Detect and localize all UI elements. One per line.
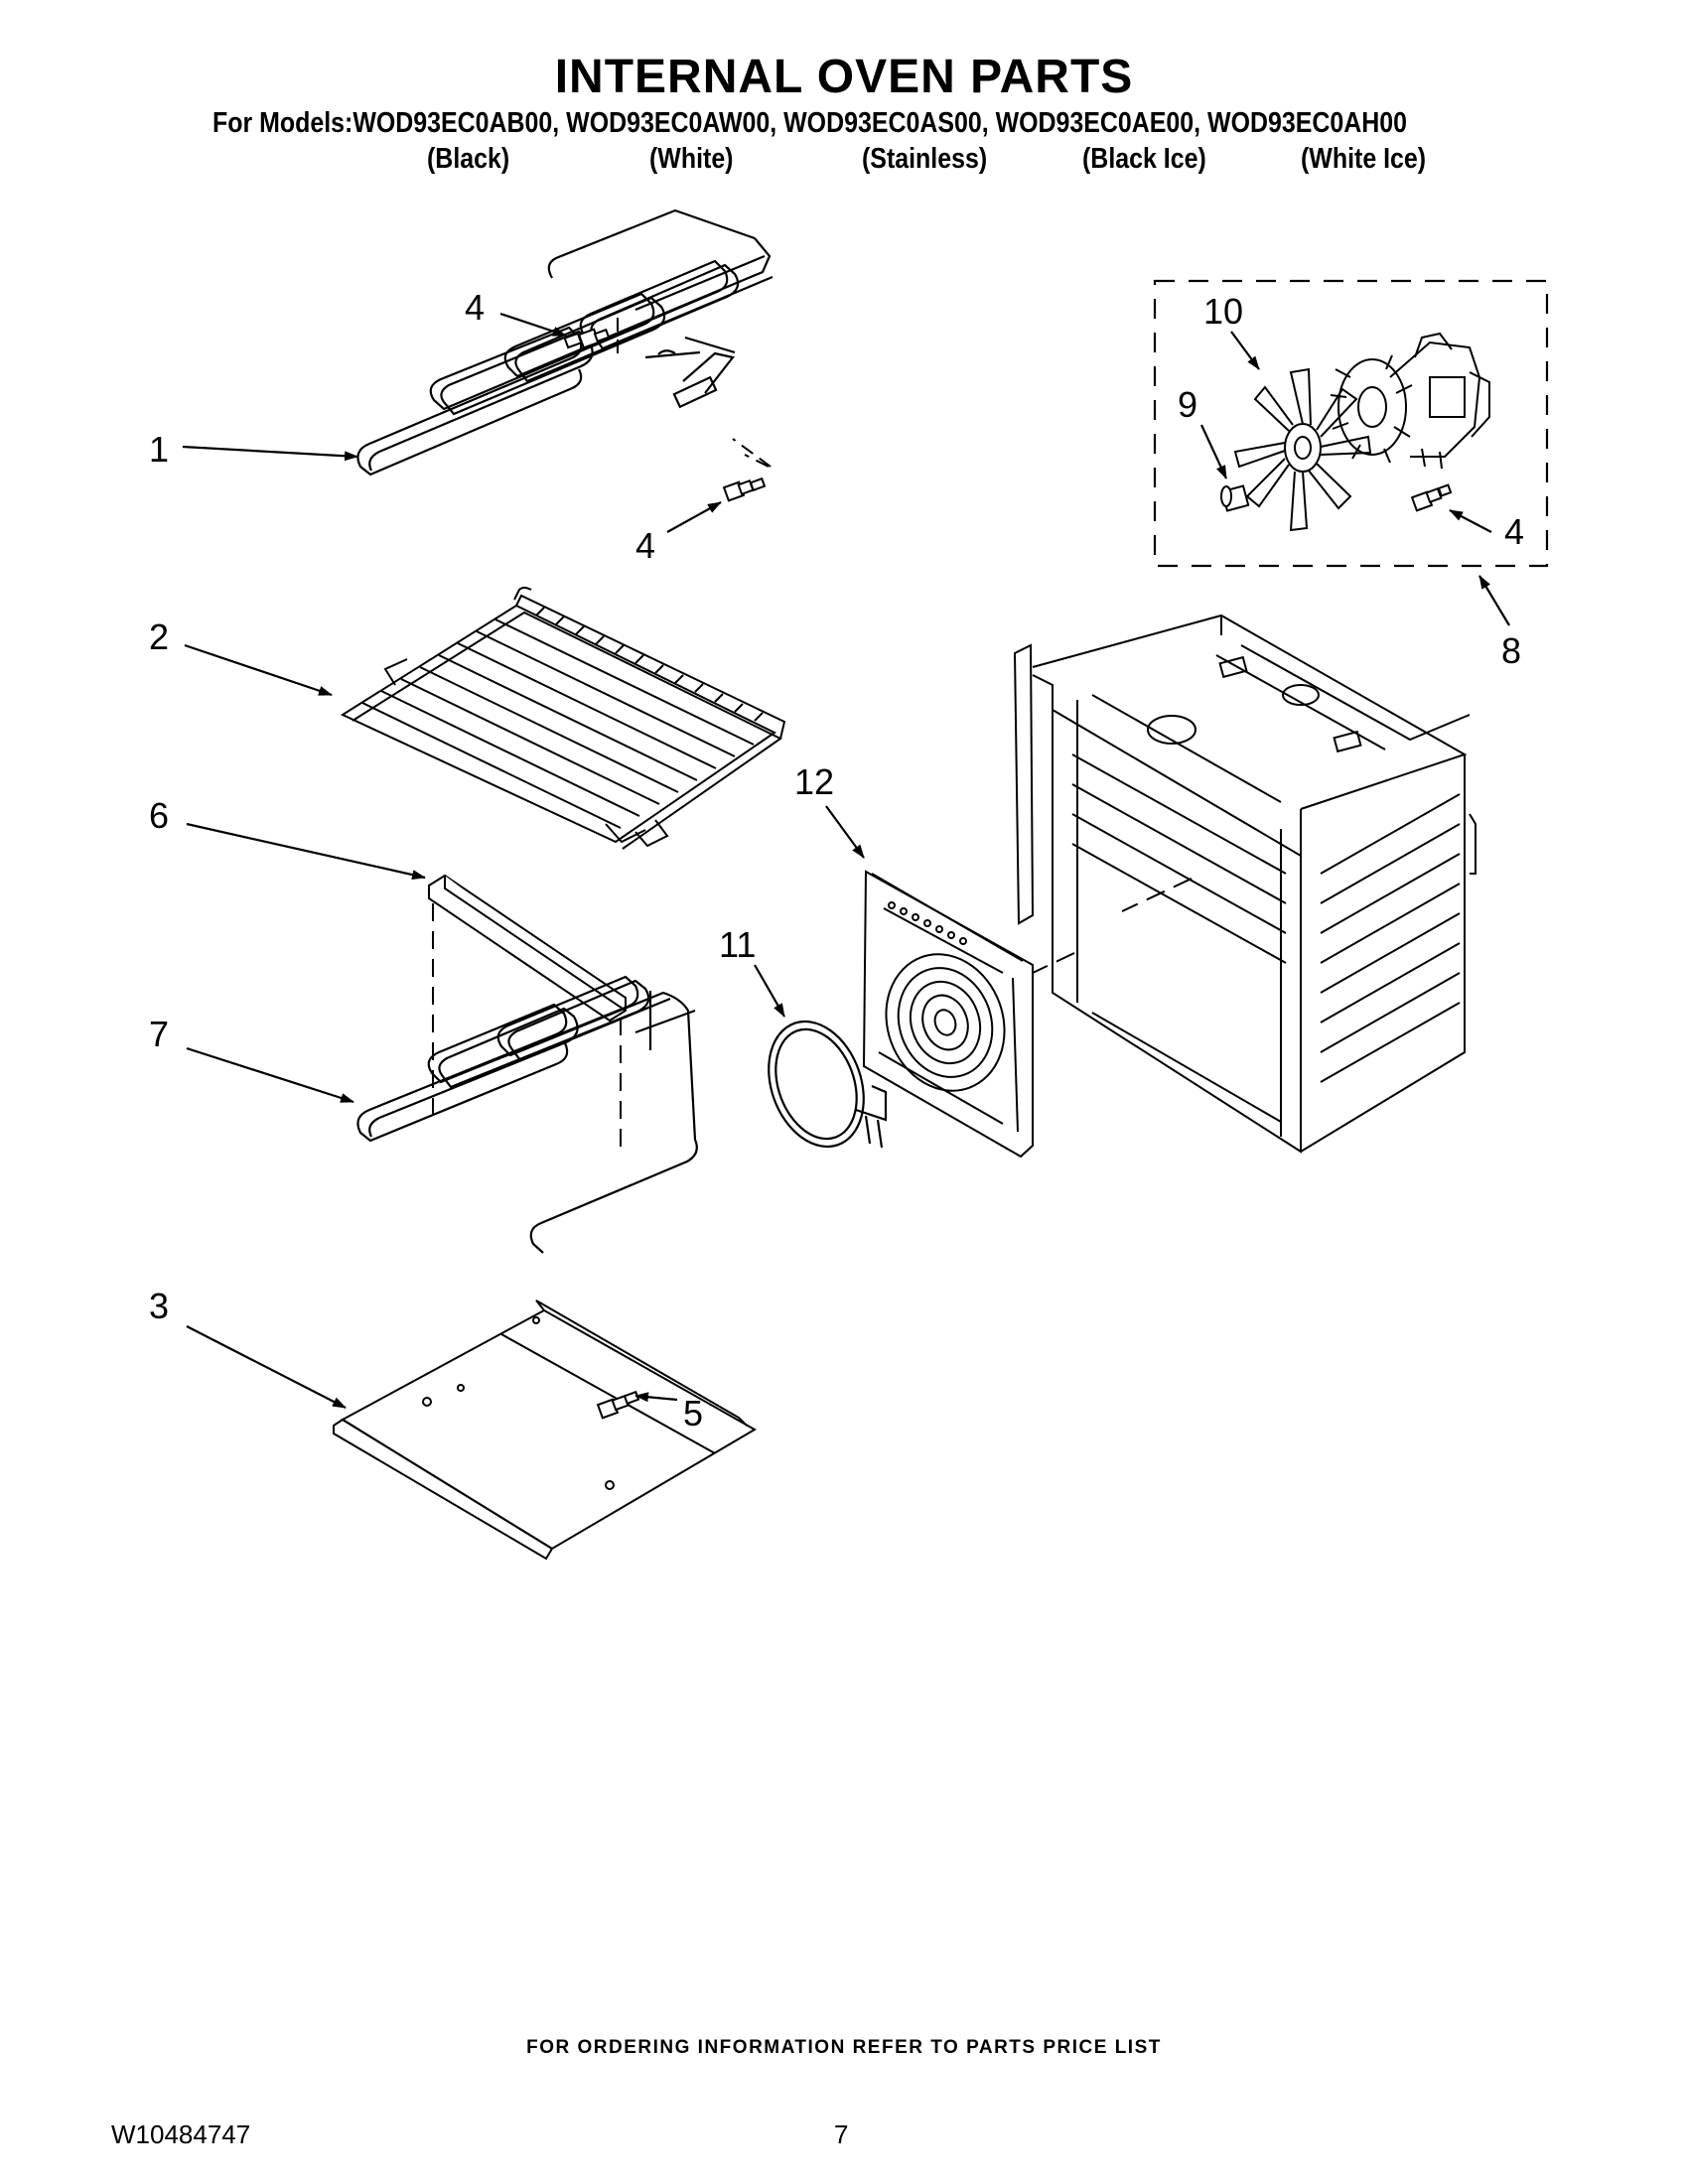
leader-12 xyxy=(825,805,865,859)
callout-4-top: 4 xyxy=(465,287,485,328)
callout-10: 10 xyxy=(1203,291,1243,332)
finish-white: (White) xyxy=(649,143,734,175)
leader-1 xyxy=(182,445,358,462)
leader-5 xyxy=(634,1392,678,1403)
leader-9 xyxy=(1200,424,1227,479)
leader-8 xyxy=(1478,575,1510,626)
document-number: W10484747 xyxy=(111,2119,251,2149)
part-4-screw-fan xyxy=(1410,483,1453,512)
part-4-screw-top xyxy=(563,328,611,349)
finish-stainless: (Stainless) xyxy=(862,143,988,175)
part-9-fan-nut xyxy=(1220,484,1250,512)
callout-12: 12 xyxy=(794,761,834,802)
callout-5: 5 xyxy=(683,1393,703,1433)
leader-4-fan xyxy=(1449,509,1492,533)
leader-3 xyxy=(186,1325,347,1409)
part-1-upper-element xyxy=(356,208,774,477)
part-12-convection-panel xyxy=(862,870,1034,1159)
leader-4-bottom xyxy=(666,501,722,533)
leader-11 xyxy=(754,964,785,1018)
leader-2 xyxy=(184,643,333,697)
callout-4-bottom: 4 xyxy=(635,525,655,566)
leader-6 xyxy=(186,822,426,881)
ordering-note: FOR ORDERING INFORMATION REFER TO PARTS … xyxy=(526,2037,1162,2058)
part-5-screw xyxy=(596,1390,640,1420)
oven-cavity xyxy=(1013,614,1477,1154)
callout-2: 2 xyxy=(149,616,169,657)
callout-4-fan: 4 xyxy=(1504,511,1524,552)
part-3-bottom-panel xyxy=(333,1299,758,1561)
assembly-leader-part-1 xyxy=(617,318,772,468)
part-4-screw-bottom xyxy=(722,477,767,502)
callout-9: 9 xyxy=(1178,384,1197,425)
part-10-fan-blade xyxy=(1233,367,1372,532)
leader-7 xyxy=(186,1046,354,1104)
finish-white-ice: (White Ice) xyxy=(1301,143,1427,175)
part-2-oven-rack xyxy=(340,587,786,850)
callout-11: 11 xyxy=(719,924,756,965)
callout-1: 1 xyxy=(149,429,169,470)
finish-black-ice: (Black Ice) xyxy=(1082,143,1206,175)
part-6-bracket xyxy=(428,874,627,1023)
leader-arrows xyxy=(182,312,1510,1409)
assembly-leader-part-6-7 xyxy=(432,903,622,1152)
finish-black: (Black) xyxy=(427,143,510,175)
callout-8: 8 xyxy=(1501,630,1521,671)
part-7-lower-element xyxy=(356,975,698,1254)
fan-motor xyxy=(1330,332,1490,470)
leader-10 xyxy=(1230,331,1260,370)
page-number: 7 xyxy=(834,2119,849,2149)
part-11-convection-element xyxy=(768,1020,888,1149)
callout-6: 6 xyxy=(149,795,169,836)
callout-7: 7 xyxy=(149,1014,169,1054)
models-line: For Models:WOD93EC0AB00, WOD93EC0AW00, W… xyxy=(212,107,1408,139)
callout-3: 3 xyxy=(149,1286,169,1326)
leader-4-top xyxy=(499,312,567,338)
assembly-leader-part-12 xyxy=(1032,878,1193,974)
page-title: INTERNAL OVEN PARTS xyxy=(554,51,1134,103)
